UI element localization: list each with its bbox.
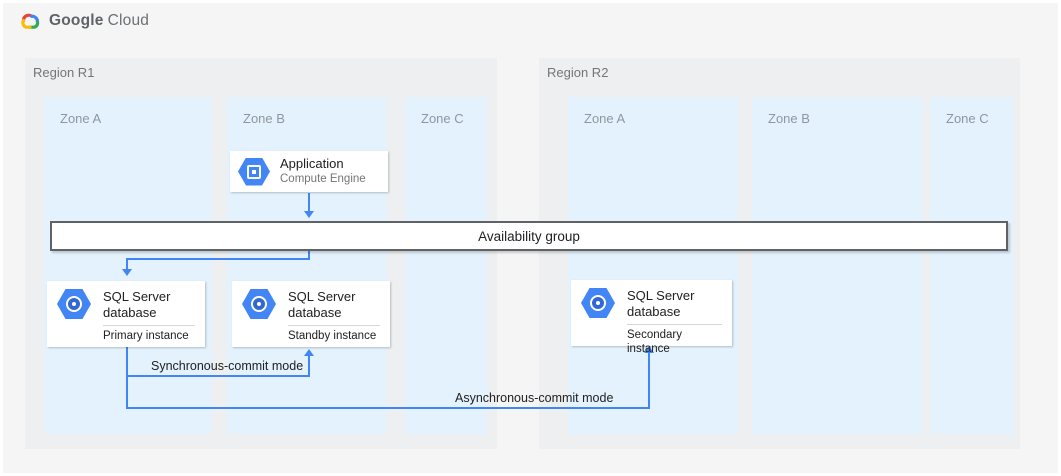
arrowhead-app-to-bar — [304, 211, 314, 218]
connector-bar-to-primary-v1 — [308, 250, 310, 260]
sql-database-icon — [57, 289, 91, 319]
sql-standby-title: SQL Server database — [288, 289, 356, 320]
region-r2-zone-a-label: Zone A — [584, 111, 626, 126]
divider — [288, 325, 380, 326]
availability-group-label: Availability group — [478, 228, 580, 244]
connector-async-h — [126, 407, 650, 409]
sql-primary-instance-label: Primary instance — [103, 330, 189, 342]
async-commit-label: Asynchronous-commit mode — [455, 391, 614, 405]
logo-google-text: Google — [49, 12, 104, 29]
region-r2-zone-a: Zone A — [568, 97, 738, 434]
application-title: Application — [280, 156, 344, 171]
region-r2-zone-b: Zone B — [752, 97, 923, 434]
divider — [627, 324, 722, 325]
connector-bar-to-primary-v2 — [126, 258, 128, 271]
arrowhead-sync-to-standby — [304, 349, 314, 356]
connector-primary-down — [126, 347, 128, 409]
region-r1-label: Region R1 — [33, 65, 95, 80]
google-cloud-icon — [17, 11, 42, 31]
connector-bar-to-primary-h — [126, 258, 310, 260]
sql-database-icon — [242, 289, 276, 319]
divider — [103, 325, 195, 326]
sql-standby-instance-label: Standby instance — [288, 330, 377, 342]
region-r2-zone-b-label: Zone B — [768, 111, 810, 126]
compute-engine-icon — [238, 157, 270, 186]
sql-secondary-node: SQL Server database Secondary instance — [571, 280, 732, 355]
region-r1-zone-c-label: Zone C — [421, 111, 464, 126]
application-node: Application Compute Engine — [230, 151, 388, 192]
region-r1-zone-b-label: Zone B — [243, 111, 285, 126]
sql-secondary-instance-label: Secondary instance — [627, 329, 682, 355]
connector-sync-h — [126, 375, 310, 377]
connector-app-to-bar — [308, 193, 310, 212]
region-r2-zone-c-label: Zone C — [946, 111, 989, 126]
region-r1-zone-b: Zone B — [227, 97, 387, 434]
connector-async-v — [648, 353, 650, 409]
connector-sync-v — [308, 356, 310, 377]
region-r1-zone-a: Zone A — [44, 97, 212, 434]
sql-secondary-title: SQL Server database — [627, 288, 695, 319]
application-subtitle: Compute Engine — [280, 173, 366, 185]
sync-commit-label: Synchronous-commit mode — [151, 359, 304, 373]
region-r2-zone-c: Zone C — [930, 97, 1013, 434]
sql-primary-title: SQL Server database — [103, 289, 171, 320]
sql-database-icon — [581, 288, 615, 318]
application-node-text: Application Compute Engine — [280, 156, 366, 187]
arrowhead-bar-to-primary — [122, 269, 132, 276]
region-r1-zone-c: Zone C — [405, 97, 487, 434]
region-r1-zone-a-label: Zone A — [60, 111, 102, 126]
availability-group-bar: Availability group — [50, 221, 1008, 251]
sql-standby-node: SQL Server database Standby instance — [232, 281, 390, 347]
arrowhead-async-to-secondary — [644, 346, 654, 353]
region-r2-label: Region R2 — [547, 65, 609, 80]
sql-primary-node: SQL Server database Primary instance — [47, 281, 205, 347]
logo-cloud-text: Cloud — [107, 12, 150, 29]
